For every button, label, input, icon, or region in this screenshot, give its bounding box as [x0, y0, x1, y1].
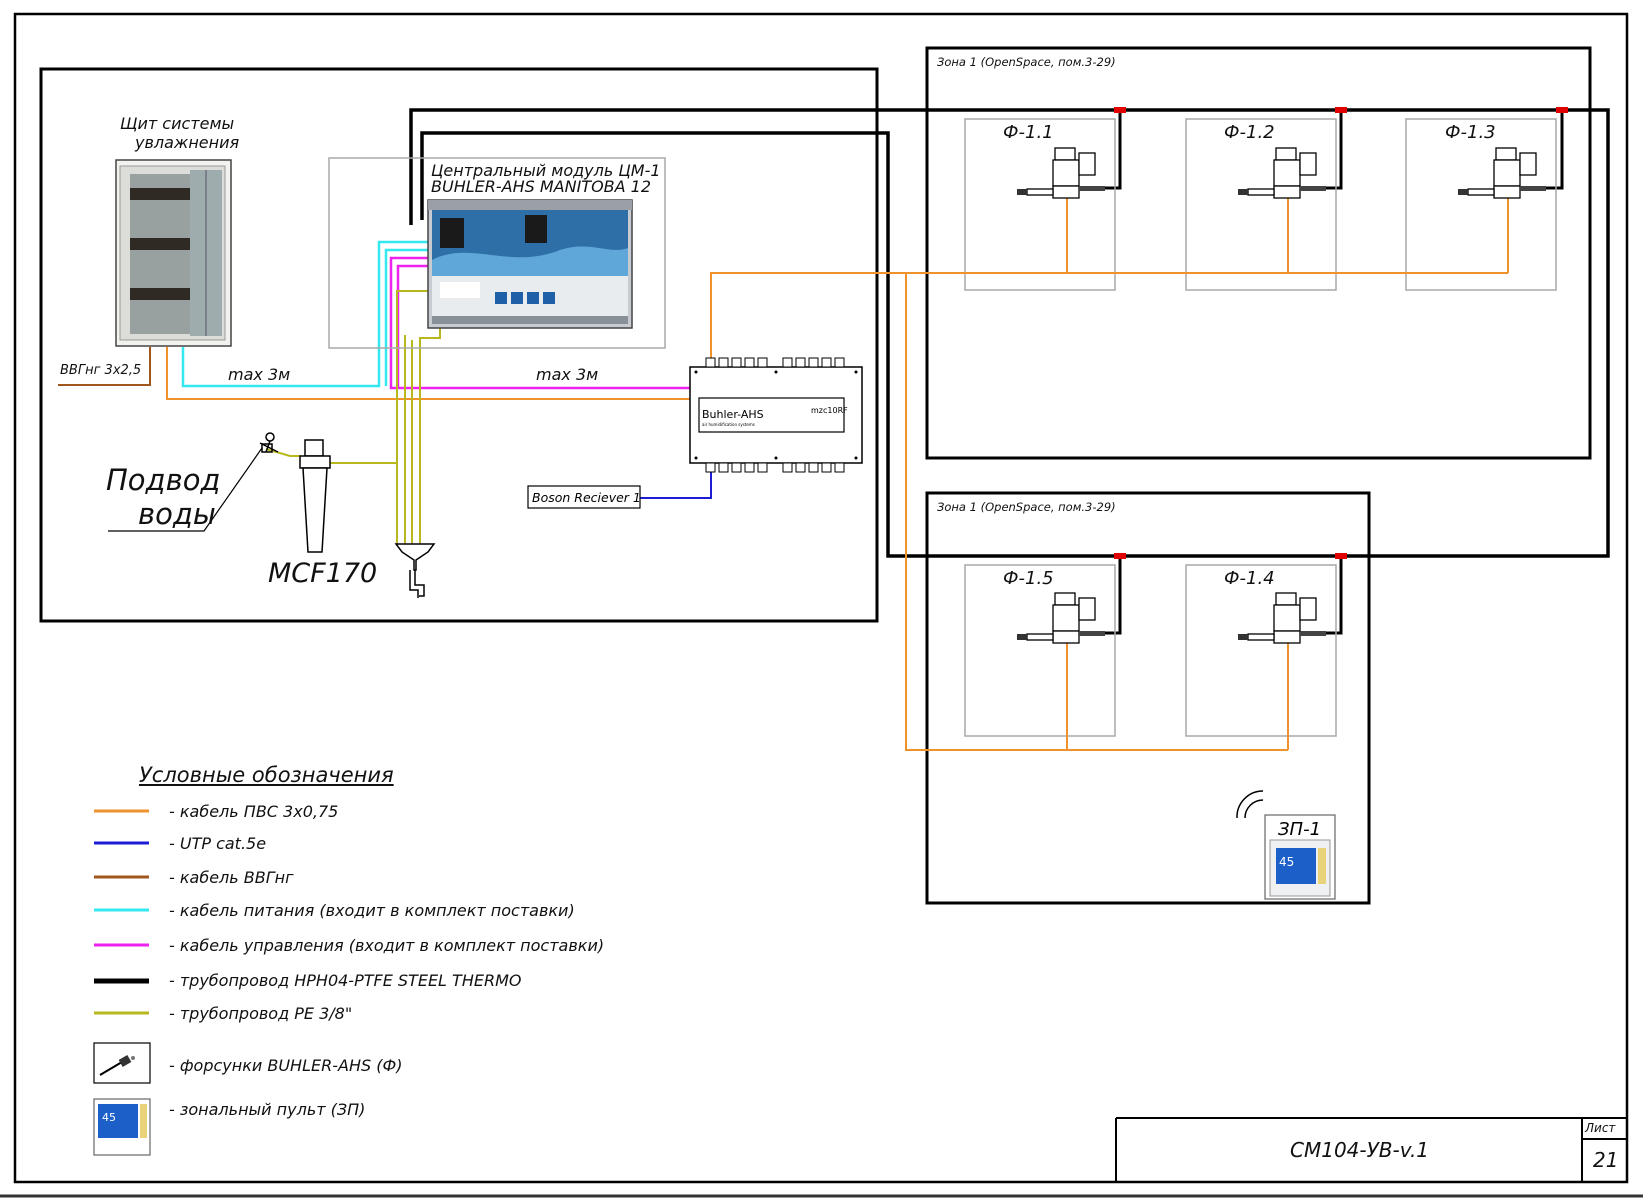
zone-controller-mzc10rf [689, 357, 863, 473]
zone-2-boundary [925, 491, 1371, 905]
controller-tagline: air humidification systems [702, 422, 755, 427]
zone-panel-label: ЗП-1 [1278, 819, 1321, 840]
zone-panel-display: 45 [1279, 855, 1294, 869]
drain-funnel-icon [394, 543, 436, 598]
sheet-frame [13, 12, 1629, 1184]
controller-model: mzc10RF [811, 406, 848, 415]
nozzle-valve-icon [1017, 147, 1105, 199]
nozzle-label-f14: Ф-1.4 [1224, 568, 1275, 589]
legend-item-panel: - зональный пульт (ЗП) [169, 1100, 366, 1119]
nozzle-label-f15: Ф-1.5 [1003, 568, 1054, 589]
cable-utp [640, 465, 712, 499]
legend-item-pvs: - кабель ПВС 3х0,75 [169, 802, 339, 821]
nozzle-valve-icon [1238, 147, 1326, 199]
central-module-title-line2: BUHLER-AHS MANITOBA 12 [431, 177, 652, 196]
nozzle-frames [964, 118, 1557, 737]
receiver-box [527, 485, 641, 509]
title-block-sheet-label: Лист [1585, 1121, 1616, 1135]
legend-item-hph: - трубопровод HPH04-PTFE STEEL THERMO [169, 971, 522, 990]
cable-vvg [58, 347, 151, 386]
cable-control-length: max 3м [536, 365, 599, 384]
controller-brand: Buhler-AHS [702, 408, 764, 421]
nozzle-valve-icon [1238, 592, 1326, 644]
filter-label: MCF170 [268, 558, 378, 589]
room-left-boundary [39, 67, 879, 623]
nozzle-label-f13: Ф-1.3 [1445, 122, 1496, 143]
legend-item-utp: - UTP cat.5e [169, 834, 267, 853]
nozzle-valve-icon [1017, 592, 1105, 644]
pipe-pe [265, 290, 441, 544]
water-supply-line2: воды [138, 497, 216, 531]
legend-panel-swatch: 45 [93, 1098, 151, 1156]
legend-nozzle-swatch [93, 1042, 151, 1084]
zone-panel-zp1: 45 [1236, 790, 1336, 900]
receiver-label: Boson Reciever 1 [532, 490, 641, 505]
nozzle-label-f11: Ф-1.1 [1003, 122, 1054, 143]
legend-panel-display: 45 [102, 1111, 116, 1124]
water-supply-line1: Подвод [106, 463, 221, 497]
pipe-hph-loop-outer [409, 108, 1610, 558]
cable-vvg-label: ВВГнг 3х2,5 [60, 363, 142, 378]
legend-title: Условные обозначения [139, 763, 394, 787]
legend-swatches [94, 809, 149, 1015]
central-module-title-line1: Центральный модуль ЦМ-1 [431, 161, 661, 180]
title-block-sheet-number: 21 [1593, 1148, 1619, 1172]
filter-mcf170-icon [299, 439, 331, 553]
central-module-frame [328, 157, 666, 349]
title-block-code: СМ104-УВ-v.1 [1290, 1138, 1430, 1162]
legend-item-vvg: - кабель ВВГнг [169, 868, 294, 887]
title-block [1115, 1117, 1627, 1182]
legend-item-nozzle: - форсунки BUHLER-AHS (Ф) [169, 1056, 403, 1075]
central-module-photo [427, 199, 633, 329]
electrical-panel [115, 159, 232, 347]
legend-item-control: - кабель управления (входит в комплект п… [169, 936, 605, 955]
cable-power [181, 240, 428, 388]
legend-item-power: - кабель питания (входит в комплект пост… [169, 901, 575, 920]
panel-title-line1: Щит системы [120, 114, 235, 133]
nozzle-units [1017, 147, 1546, 644]
zone-2-title: Зона 1 (OpenSpace, пом.3-29) [937, 500, 1116, 514]
cable-pvs [166, 196, 1509, 751]
zone-1-title: Зона 1 (OpenSpace, пом.3-29) [937, 55, 1116, 69]
cable-power-length: max 3м [228, 365, 291, 384]
pipe-red-caps [1114, 107, 1568, 559]
cable-control [389, 256, 690, 390]
water-supply-leader [108, 447, 263, 532]
nozzle-label-f12: Ф-1.2 [1224, 122, 1275, 143]
panel-title-line2: увлажнения [135, 133, 240, 152]
legend-item-pe: - трубопровод PE 3/8" [169, 1004, 353, 1023]
nozzle-valve-icon [1458, 147, 1546, 199]
zone-1-boundary [925, 46, 1592, 460]
